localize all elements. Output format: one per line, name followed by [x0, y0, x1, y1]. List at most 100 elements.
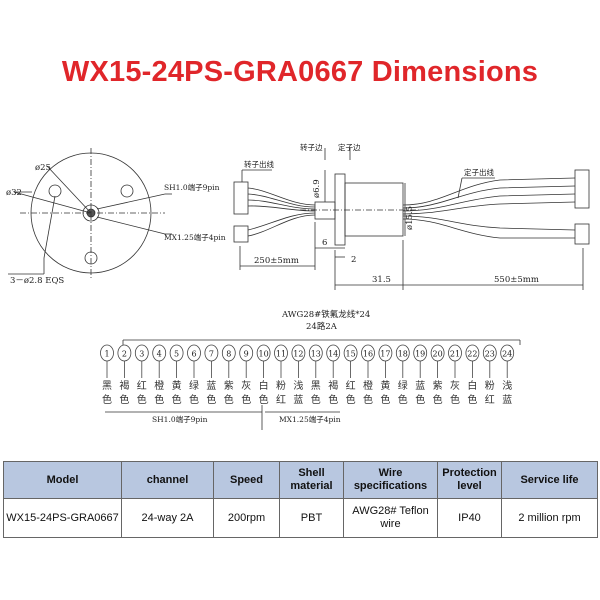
wire-color-bottom: 色	[241, 393, 251, 406]
table-cell: IP40	[437, 498, 502, 538]
wire-number: 1	[104, 350, 109, 359]
wire-column: 4 橙色	[152, 344, 167, 406]
wire-color-top: 红	[346, 379, 356, 392]
diameter-32-label: ø32	[6, 188, 22, 198]
wire-color-bottom: 色	[363, 393, 373, 406]
wire-color-bottom: 蓝	[502, 394, 512, 406]
wire-color-top: 白	[467, 379, 477, 392]
wire-column: 5 黄色	[169, 344, 184, 406]
sh-connector-label: SH1.0端子9pin	[164, 182, 220, 192]
wire-number: 13	[311, 350, 321, 359]
spec-table: Model channel Speed Shell material Wire …	[3, 461, 598, 538]
group-sh-label: SH1.0端子9pin	[152, 414, 208, 424]
wire-number: 10	[259, 350, 269, 359]
wire-color-top: 黄	[172, 379, 182, 392]
wire-number: 24	[502, 350, 512, 359]
wire-number: 23	[485, 350, 495, 359]
dimension-drawing: ø25 ø32 3－ø2.8 EQS SH1.0端子9pin MX1.25端子4…	[6, 142, 590, 430]
wire-number: 3	[139, 350, 144, 359]
wire-column: 23 粉红	[482, 344, 497, 406]
wire-color-bottom: 色	[172, 393, 182, 406]
wire-color-top: 浅	[293, 379, 303, 392]
wire-number: 4	[157, 350, 162, 359]
wire-color-top: 橙	[154, 379, 164, 392]
right-connector-9pin	[574, 169, 590, 209]
wire-columns: 1黑色2褐色3红色4橙色5黄色6绿色7蓝色8紫色9灰色10白色11粉红12浅蓝1…	[100, 344, 515, 406]
wire-color-bottom: 红	[485, 393, 495, 406]
wire-color-top: 粉	[485, 379, 495, 392]
wire-column: 24 浅蓝	[500, 344, 515, 406]
page-title: WX15-24PS-GRA0667 Dimensions	[61, 56, 539, 88]
rotor-side-label: 转子边	[300, 142, 323, 152]
wire-color-top: 黑	[311, 380, 321, 392]
wire-color-top: 黄	[380, 379, 390, 392]
wire-column: 13 黑色	[308, 344, 323, 406]
wire-column: 1黑色	[100, 344, 114, 406]
mount-hole	[48, 184, 62, 198]
wire-color-top: 蓝	[206, 380, 216, 392]
wire-color-bottom: 色	[346, 393, 356, 406]
wire-color-bottom: 色	[154, 393, 164, 406]
table-cell: 200rpm	[213, 498, 280, 538]
wire-column: 6绿色	[187, 344, 201, 406]
table-header: channel	[121, 461, 214, 499]
wire-color-top: 紫	[433, 380, 443, 392]
mx-connector-label: MX1.25端子4pin	[164, 232, 226, 242]
wire-color-bottom: 色	[189, 393, 199, 406]
diameter-15-5-label: ø15.5	[405, 206, 415, 230]
wire-column: 9灰色	[239, 344, 254, 406]
wire-number: 8	[226, 350, 231, 359]
wire-color-top: 白	[259, 379, 269, 392]
diameter-25-label: ø25	[35, 163, 51, 173]
left-connector-9pin	[233, 181, 249, 215]
wire-color-top: 黑	[102, 380, 112, 392]
table-row: WX15-24PS-GRA0667 24-way 2A 200rpm PBT A…	[3, 498, 598, 538]
wire-column: 7蓝色	[204, 344, 219, 406]
wire-color-top: 红	[137, 379, 147, 392]
wire-color-top: 灰	[450, 379, 460, 392]
wire-color-bottom: 色	[467, 393, 477, 406]
wire-number: 2	[122, 350, 127, 359]
wire-column: 10 白色	[256, 344, 271, 406]
wire-color-bottom: 色	[259, 393, 269, 406]
stator-side-label: 定子边	[338, 142, 361, 152]
wire-color-bottom: 色	[224, 393, 234, 406]
dim-550-label: 550±5mm	[494, 275, 539, 285]
wire-color-bottom: 蓝	[293, 394, 303, 406]
slip-ring-body	[344, 182, 404, 237]
wire-color-top: 灰	[241, 379, 251, 392]
cable-spec-label: AWG28#铁氟龙线*24	[281, 309, 370, 320]
wire-color-top: 蓝	[415, 380, 425, 392]
wire-number: 20	[433, 350, 443, 359]
table-header: Service life	[501, 461, 598, 499]
table-cell: WX15-24PS-GRA0667	[3, 498, 122, 538]
wire-color-bottom: 色	[311, 393, 321, 406]
wire-color-bottom: 色	[450, 393, 460, 406]
wire-number: 5	[174, 350, 179, 359]
wire-number: 6	[191, 350, 196, 359]
table-cell: 2 million rpm	[501, 498, 598, 538]
wire-number: 15	[346, 350, 356, 359]
wire-column: 15 红色	[343, 344, 358, 406]
slip-ring-flange	[334, 173, 346, 246]
wire-color-bottom: 色	[398, 393, 408, 406]
right-connector-4pin	[574, 223, 590, 245]
wire-color-top: 褐	[119, 379, 129, 392]
dim-31-5-label: 31.5	[372, 275, 391, 285]
table-header: Shell material	[279, 461, 344, 499]
wire-number: 18	[398, 350, 408, 359]
wire-color-top: 褐	[328, 379, 338, 392]
wire-color-top: 浅	[502, 379, 512, 392]
wire-color-bottom: 色	[119, 393, 129, 406]
wire-number: 12	[293, 350, 303, 359]
wire-number: 14	[328, 350, 338, 359]
wire-column: 8紫色	[221, 344, 236, 406]
wire-color-bottom: 色	[328, 393, 338, 406]
